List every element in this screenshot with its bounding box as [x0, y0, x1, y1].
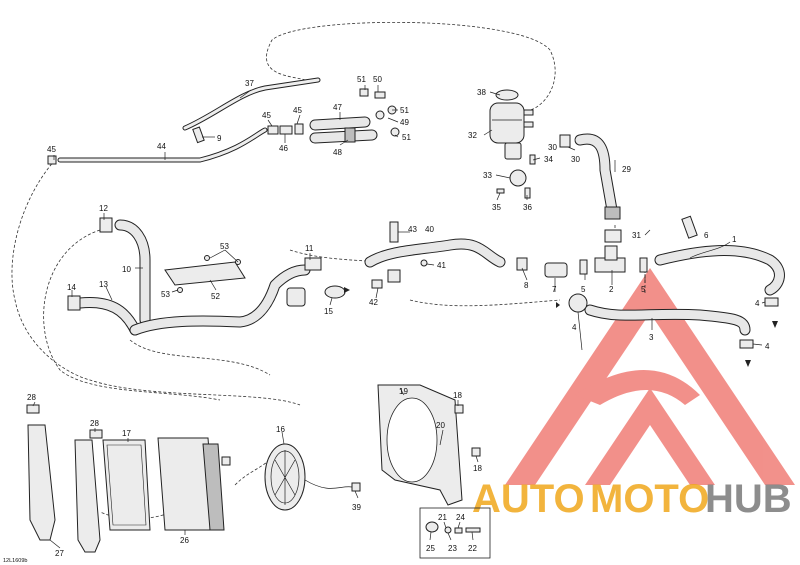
label-23: 23: [448, 544, 457, 553]
label-21: 21: [438, 513, 447, 522]
label-5a: 5: [581, 285, 586, 294]
label-44: 44: [157, 142, 166, 151]
label-45b: 45: [262, 111, 271, 120]
label-50: 50: [373, 75, 382, 84]
label-30a: 30: [571, 155, 580, 164]
label-4a: 4: [572, 323, 577, 332]
shroud-19: [377, 384, 481, 506]
watermark-text: AUTO MOTO HUB: [472, 477, 792, 521]
label-20: 20: [436, 421, 445, 430]
label-7: 7: [552, 285, 557, 294]
hose-3-lower-right: [568, 293, 779, 349]
screen-17: [102, 439, 151, 531]
label-11: 11: [305, 244, 314, 253]
label-28a: 28: [27, 393, 36, 402]
label-36: 36: [523, 203, 532, 212]
label-34: 34: [544, 155, 553, 164]
leader-lines: [32, 85, 766, 549]
hose-29-vertical: [559, 133, 622, 243]
direction-arrows: [344, 287, 778, 367]
label-45c: 45: [293, 106, 302, 115]
label-17: 17: [122, 429, 131, 438]
label-51a: 51: [357, 75, 366, 84]
label-8: 8: [524, 281, 529, 290]
small-fittings-45-46: [47, 123, 304, 165]
label-30b: 30: [548, 143, 557, 152]
label-51c: 51: [402, 133, 411, 142]
hose-1-right: [654, 215, 785, 296]
bracket-52: [164, 255, 246, 293]
fan-16: [264, 443, 361, 511]
label-18a: 18: [453, 391, 462, 400]
hose-47-48-short-pair: [309, 88, 400, 144]
diagram-code: 12L1609b: [3, 558, 27, 564]
label-10: 10: [122, 265, 131, 274]
label-15: 15: [324, 307, 333, 316]
hose-37-upper-line: [182, 77, 321, 131]
coolant-reservoir-32: [489, 89, 536, 199]
watermark-logo: [505, 268, 795, 485]
label-12: 12: [99, 204, 108, 213]
part-number-labels: 1 2 3 4 4 4 5 5 6 7 8 9 10 11 12 13 14 1…: [3, 75, 770, 564]
label-4c: 4: [765, 342, 770, 351]
label-24: 24: [456, 513, 465, 522]
label-6: 6: [704, 231, 709, 240]
label-2: 2: [609, 285, 614, 294]
label-37: 37: [245, 79, 254, 88]
label-45a: 45: [47, 145, 56, 154]
label-25: 25: [426, 544, 435, 553]
label-19: 19: [399, 387, 408, 396]
label-28b: 28: [90, 419, 99, 428]
cover-27-left: [26, 404, 103, 553]
label-3: 3: [649, 333, 654, 342]
label-46: 46: [279, 144, 288, 153]
label-40: 40: [425, 225, 434, 234]
label-31: 31: [632, 231, 641, 240]
watermark-word-auto: AUTO: [472, 477, 585, 521]
hose-13-left: [67, 295, 141, 336]
connector-7-8: [516, 257, 568, 278]
label-49: 49: [400, 118, 409, 127]
label-4b: 4: [755, 299, 760, 308]
label-16: 16: [276, 425, 285, 434]
label-18b: 18: [473, 464, 482, 473]
radiator-26: [157, 437, 231, 531]
label-5b: 5: [641, 285, 646, 294]
label-47: 47: [333, 103, 342, 112]
label-35: 35: [492, 203, 501, 212]
hose-44-long-line: [57, 127, 268, 163]
watermark-word-hub: HUB: [705, 477, 792, 521]
tee-fitting-2: [579, 245, 648, 275]
main-water-pipe: [129, 257, 346, 336]
hose-10-left: [99, 217, 151, 326]
watermark-word-moto: MOTO: [590, 477, 709, 521]
label-53b: 53: [161, 290, 170, 299]
label-38: 38: [477, 88, 486, 97]
label-41: 41: [437, 261, 446, 270]
label-9: 9: [217, 134, 222, 143]
label-48: 48: [333, 148, 342, 157]
label-33: 33: [483, 171, 492, 180]
label-52: 52: [211, 292, 220, 301]
label-51b: 51: [400, 106, 409, 115]
label-43: 43: [408, 225, 417, 234]
label-27: 27: [55, 549, 64, 558]
label-32: 32: [468, 131, 477, 140]
label-42: 42: [369, 298, 378, 307]
label-14: 14: [67, 283, 76, 292]
label-39: 39: [352, 503, 361, 512]
hose-40-middle: [364, 221, 506, 289]
hose-9-clip: [192, 126, 205, 144]
label-22: 22: [468, 544, 477, 553]
label-53a: 53: [220, 242, 229, 251]
label-13: 13: [99, 280, 108, 289]
hardware-box-21-25: [419, 507, 491, 559]
label-29: 29: [622, 165, 631, 174]
label-1: 1: [732, 235, 737, 244]
label-26: 26: [180, 536, 189, 545]
